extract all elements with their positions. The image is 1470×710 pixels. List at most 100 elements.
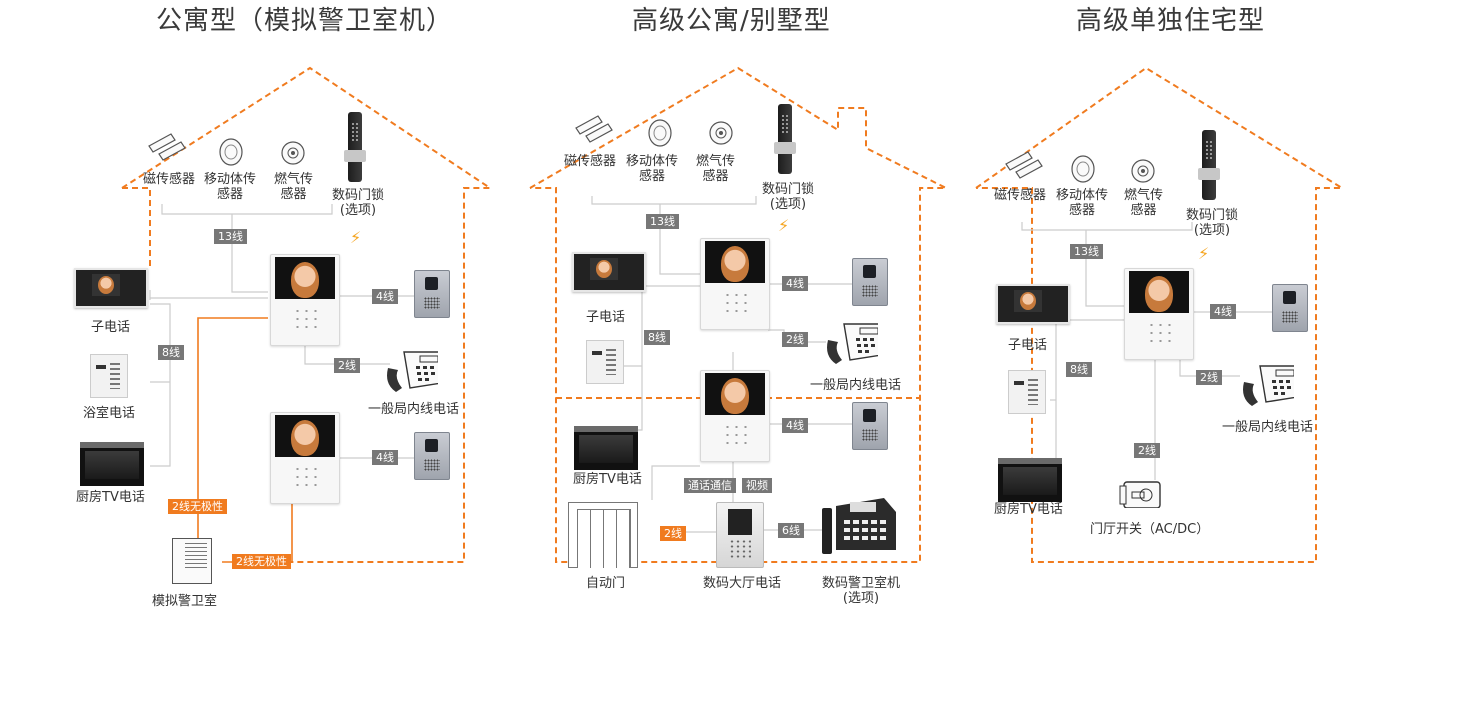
- indoor-monitor-second: [700, 370, 770, 462]
- auto-door-icon: [568, 502, 638, 568]
- lock-label-b: (选项): [1193, 223, 1231, 238]
- wire-4-badge: 4线: [782, 418, 808, 433]
- bath-phone-icon: [586, 340, 624, 384]
- gas-sensor-label-house: 燃气传感器: [1124, 188, 1163, 218]
- auto-door-label: 自动门: [586, 576, 626, 591]
- motion-sensor-label-house: 移动体传感器: [1056, 188, 1108, 218]
- hall-switch-icon: [1119, 481, 1161, 508]
- bath-phone-label: 浴室电话: [83, 406, 136, 421]
- magnetic-sensor-icon: [1005, 151, 1043, 179]
- sub-phone-label-house: 子电话: [1008, 338, 1048, 353]
- door-station-icon: [414, 432, 450, 480]
- magnetic-sensor-label-apartment: 磁传感器: [143, 172, 196, 187]
- door-station-icon: [852, 258, 888, 306]
- wire-2-badge: 2线: [1196, 370, 1222, 385]
- magnetic-sensor-icon: [575, 115, 613, 143]
- video-badge: 视频: [742, 478, 772, 493]
- kitchen-tv-label-house: 厨房TV电话: [994, 502, 1063, 517]
- gas-sensor-icon: [709, 121, 733, 145]
- wire-4-badge: 4线: [372, 289, 398, 304]
- indoor-monitor-main: [270, 254, 340, 346]
- sub-phone-label-apartment: 子电话: [91, 320, 131, 335]
- wire-13-badge: 13线: [214, 229, 247, 244]
- lobby-phone-icon: [716, 502, 764, 568]
- house-outline-apartment: [121, 66, 494, 563]
- wire-2-orange-badge: 2线: [660, 526, 686, 541]
- wireless-icon: ⚡: [1198, 244, 1210, 263]
- talk-comm-badge: 通话通信: [684, 478, 736, 493]
- digital-lock-label-apartment: 数码门锁(选项): [332, 188, 384, 218]
- sub-phone-icon: [572, 252, 646, 292]
- wireless-icon: ⚡: [778, 216, 790, 235]
- digital-lock-icon: [774, 104, 796, 174]
- phone-icon: [1243, 365, 1294, 406]
- hall-switch-label: 门厅开关（AC/DC）: [1090, 522, 1210, 537]
- wire-4-badge: 4线: [1210, 304, 1236, 319]
- bath-phone-icon: [90, 354, 128, 398]
- gas-sensor-label-villa: 燃气传感器: [696, 154, 735, 184]
- motion-label-b: 感器: [217, 187, 244, 202]
- magnetic-sensor-icon: [148, 133, 186, 161]
- indoor-monitor-main: [1124, 268, 1194, 360]
- door-station-icon: [852, 402, 888, 450]
- motion-label-a: 移动体传: [1056, 188, 1109, 203]
- gas-label-a: 燃气传: [696, 154, 736, 169]
- wire-2np-badge: 2线无极性: [168, 499, 227, 514]
- magnetic-sensor-label-house: 磁传感器: [994, 188, 1047, 203]
- motion-label-a: 移动体传: [204, 172, 257, 187]
- motion-label-b: 感器: [639, 169, 666, 184]
- gas-label-a: 燃气传: [1124, 188, 1164, 203]
- digital-guard-label: 数码警卫室机(选项): [822, 576, 900, 606]
- lock-label-a: 数码门锁: [332, 188, 385, 203]
- analog-guard-label: 模拟警卫室: [152, 594, 218, 609]
- door-station-icon: [1272, 284, 1308, 332]
- guard-label-a: 数码警卫室机: [822, 576, 901, 591]
- outside-phone-label-villa: 一般局内线电话: [810, 378, 902, 393]
- wire-8-badge: 8线: [158, 345, 184, 360]
- wire-4-badge: 4线: [372, 450, 398, 465]
- analog-guard-icon: [172, 538, 212, 584]
- guard-label-b: (选项): [842, 591, 880, 606]
- indoor-monitor-second: [270, 412, 340, 504]
- house-outline-house: [975, 66, 1346, 563]
- wire-6-badge: 6线: [778, 523, 804, 538]
- title-villa: 高级公寓/别墅型: [632, 6, 831, 36]
- wire-13-badge: 13线: [1070, 244, 1103, 259]
- gas-sensor-label-apartment: 燃气传感器: [274, 172, 313, 202]
- motion-sensor-label-apartment: 移动体传感器: [204, 172, 256, 202]
- outside-phone-label-house: 一般局内线电话: [1222, 420, 1314, 435]
- motion-sensor-label-villa: 移动体传感器: [626, 154, 678, 184]
- magnetic-sensor-label-villa: 磁传感器: [564, 154, 617, 169]
- outside-phone-label-apartment: 一般局内线电话: [368, 402, 460, 417]
- gas-sensor-icon: [281, 141, 305, 165]
- lock-label-a: 数码门锁: [762, 182, 815, 197]
- wire-4-badge: 4线: [782, 276, 808, 291]
- bath-phone-icon: [1008, 370, 1046, 414]
- gas-label-b: 感器: [280, 187, 307, 202]
- sub-phone-icon: [996, 284, 1070, 324]
- lock-label-b: (选项): [769, 197, 807, 212]
- title-house: 高级单独住宅型: [1076, 6, 1266, 36]
- wire-8-badge: 8线: [644, 330, 670, 345]
- wire-2-badge-hall: 2线: [1134, 443, 1160, 458]
- sub-phone-icon: [74, 268, 148, 308]
- sub-phone-label-villa: 子电话: [586, 310, 626, 325]
- phone-icon: [827, 323, 878, 364]
- gas-label-b: 感器: [702, 169, 729, 184]
- digital-lock-icon: [344, 112, 366, 182]
- digital-lock-label-house: 数码门锁(选项): [1186, 208, 1238, 238]
- gas-label-b: 感器: [1130, 203, 1157, 218]
- motion-label-a: 移动体传: [626, 154, 679, 169]
- indoor-monitor-main: [700, 238, 770, 330]
- motion-sensor-icon: [219, 138, 243, 166]
- kitchen-tv-label-apartment: 厨房TV电话: [76, 490, 145, 505]
- wire-2-badge: 2线: [334, 358, 360, 373]
- wire-8-badge: 8线: [1066, 362, 1092, 377]
- wireless-icon: ⚡: [350, 228, 362, 247]
- wire-2np-badge-2: 2线无极性: [232, 554, 291, 569]
- title-apartment: 公寓型（模拟警卫室机）: [156, 6, 454, 36]
- door-station-icon: [414, 270, 450, 318]
- motion-label-b: 感器: [1069, 203, 1096, 218]
- lock-label-b: (选项): [339, 203, 377, 218]
